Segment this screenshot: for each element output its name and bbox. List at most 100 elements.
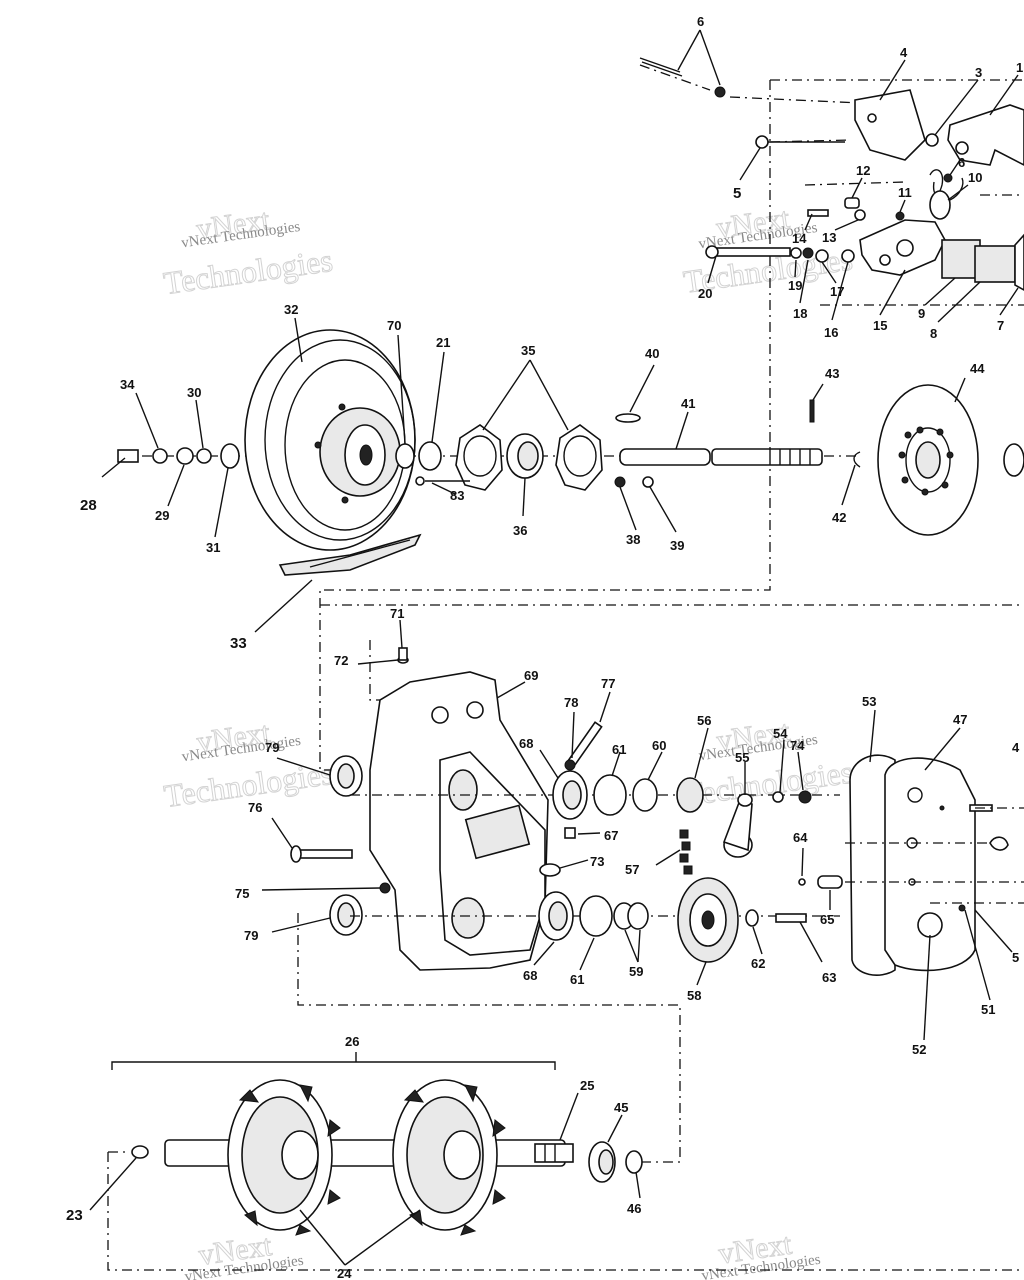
callout-31: 31: [206, 540, 220, 555]
callout-58: 58: [687, 988, 701, 1003]
plug-67: [564, 827, 576, 839]
callout-5b: 5: [1012, 950, 1019, 965]
washer-54: [772, 791, 784, 803]
spring-10: [929, 169, 944, 195]
pad-8: [974, 245, 1016, 283]
tensioner-55: [722, 793, 753, 858]
washer-62: [745, 909, 759, 927]
callout-76: 76: [248, 800, 262, 815]
callout-40: 40: [645, 346, 659, 361]
washer-30: [196, 448, 212, 464]
callout-4: 4: [900, 45, 908, 60]
callout-74: 74: [790, 738, 805, 753]
callout-32: 32: [284, 302, 298, 317]
chaincase-cover: [845, 754, 1024, 976]
nut-39: [642, 476, 654, 488]
pin-64: [798, 878, 806, 886]
sprocket-58: [677, 877, 739, 963]
drive-shaft-assembly: [108, 1061, 643, 1236]
callout-20: 20: [698, 286, 712, 301]
ring-46: [625, 1150, 643, 1174]
pin-65: [817, 875, 843, 889]
callout-41: 41: [681, 396, 695, 411]
upper-shaft-row: [117, 329, 1024, 576]
bracket-26: [111, 1061, 556, 1070]
sprocket-56: [676, 777, 704, 813]
flange-35a: [455, 424, 503, 491]
callout-11: 11: [898, 185, 912, 200]
callout-51: 51: [981, 1002, 995, 1017]
callout-78: 78: [564, 695, 578, 710]
callout-19: 19: [788, 278, 802, 293]
callout-64: 64: [793, 830, 808, 845]
callout-15: 15: [873, 318, 887, 333]
chaincase-internals: [350, 770, 843, 963]
watermark-mid-left: vNext vNext Technologies Technologies: [161, 716, 336, 815]
callout-3: 3: [975, 65, 982, 80]
callout-14: 14: [792, 231, 807, 246]
plate-7: [1014, 233, 1024, 291]
bolt-28: [117, 449, 139, 463]
screw-14: [807, 209, 829, 217]
watermark-bottom-right: vNext vNext Technologies: [701, 1227, 822, 1280]
bolt-20: [711, 247, 791, 257]
leader-lines: [89, 29, 1019, 1266]
adjuster-12: [844, 197, 860, 209]
callout-71: 71: [390, 606, 404, 621]
snapring-42: [853, 451, 861, 468]
callout-38: 38: [626, 532, 640, 547]
callout-35: 35: [521, 343, 535, 358]
washer-21: [418, 441, 442, 471]
bearing-70: [395, 443, 415, 469]
cap-5b: [989, 836, 1009, 851]
nut-11: [895, 211, 905, 221]
callout-7: 7: [997, 318, 1004, 333]
callout-75: 75: [235, 886, 249, 901]
cover-47: [884, 757, 976, 972]
callout-33: 33: [230, 635, 247, 652]
callout-56: 56: [697, 713, 711, 728]
callout-18: 18: [793, 306, 807, 321]
washer-17: [815, 249, 829, 263]
callout-68b: 68: [523, 968, 537, 983]
callout-34: 34: [120, 377, 135, 392]
callout-43: 43: [825, 366, 839, 381]
watermark-bottom-left: vNext vNext Technologies: [184, 1228, 305, 1280]
callout-6: 6: [697, 14, 704, 29]
key-40: [615, 413, 641, 423]
callout-12: 12: [856, 163, 870, 178]
washer-29: [176, 447, 194, 465]
callout-25: 25: [580, 1078, 594, 1093]
callout-45: 45: [614, 1100, 628, 1115]
callout-61b: 61: [570, 972, 584, 987]
callout-79: 79: [265, 740, 279, 755]
brake-disc-44: [877, 384, 979, 536]
callout-61: 61: [612, 742, 626, 757]
shaft-25: [164, 1139, 566, 1167]
callout-42: 42: [832, 510, 846, 525]
brake-assembly: [639, 57, 1024, 291]
flange-35b: [555, 424, 603, 491]
callout-28: 28: [80, 497, 97, 514]
ring-61b: [579, 895, 613, 937]
callout-36: 36: [513, 523, 527, 538]
nut-78: [564, 759, 576, 771]
chaincase-69: [290, 647, 603, 971]
nut-6: [714, 86, 726, 98]
pad-9: [941, 239, 981, 279]
callout-17: 17: [830, 284, 844, 299]
washer-19: [790, 247, 802, 259]
nut-38: [614, 476, 626, 488]
callout-9: 9: [918, 306, 925, 321]
bearing-edge: [1003, 443, 1024, 477]
jackshaft-41: [619, 448, 823, 466]
callout-44: 44: [970, 361, 985, 376]
nut-75: [379, 882, 391, 894]
callout-57: 57: [625, 862, 639, 877]
bolt-63: [775, 913, 807, 923]
assembly-lines: [107, 64, 1024, 1271]
callout-4b: 4: [1012, 740, 1020, 755]
plug-23: [131, 1145, 149, 1159]
nut-18: [802, 247, 814, 259]
